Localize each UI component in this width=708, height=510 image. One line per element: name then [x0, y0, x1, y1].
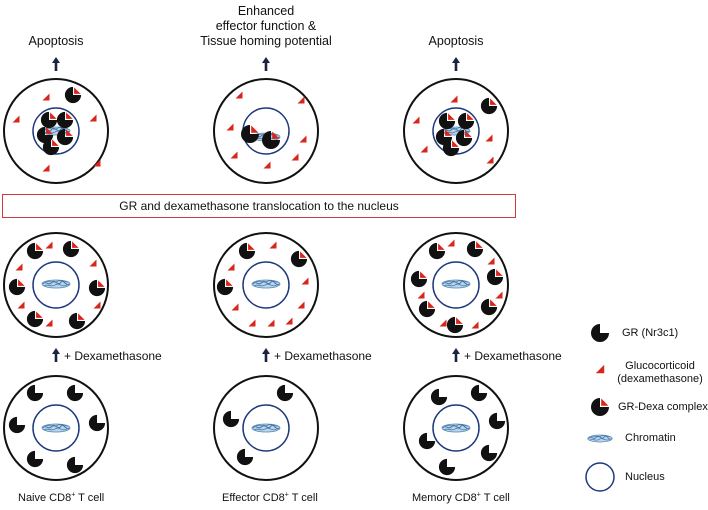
chromatin-icon: [41, 279, 71, 289]
up-arrow-icon: [262, 348, 270, 362]
cell-label-suffix: T cell: [288, 492, 318, 504]
nucleus-icon: [585, 462, 615, 492]
legend-glucocorticoid-label: Glucocorticoid (dexamethasone): [617, 360, 703, 385]
memory-cell-label: Memory CD8+ T cell: [412, 491, 510, 505]
chromatin-icon: [441, 423, 471, 433]
up-arrow-icon: [452, 348, 460, 362]
nucleus: [242, 261, 290, 309]
up-arrow-icon: [262, 57, 270, 71]
cell-label-text: Naive CD8: [18, 492, 72, 504]
nucleus: [432, 404, 480, 452]
cell-label-sup: +: [476, 491, 481, 499]
effector-outcome-label: Enhanced effector function & Tissue homi…: [200, 4, 332, 48]
cell-label-text: Memory CD8: [412, 492, 477, 504]
legend-chromatin-label: Chromatin: [625, 432, 676, 444]
up-arrow-icon: [452, 57, 460, 71]
naive-cell-middle: [3, 232, 109, 338]
cell-label-sup: +: [284, 491, 289, 499]
dexamethasone-label: + Dexamethasone: [274, 349, 372, 363]
up-arrow-icon: [52, 57, 60, 71]
legend-gr-label: GR (Nr3c1): [622, 327, 679, 339]
glucocorticoid-icon: [595, 364, 605, 374]
dexamethasone-label: + Dexamethasone: [64, 349, 162, 363]
naive-cell-top: [3, 78, 109, 184]
translocation-banner: GR and dexamethasone translocation to th…: [2, 194, 516, 218]
chromatin-icon: [251, 423, 281, 433]
gr-receptor-icon: [591, 324, 609, 342]
dexamethasone-label: + Dexamethasone: [464, 349, 562, 363]
legend: [585, 324, 615, 492]
cell-label-suffix: T cell: [480, 492, 510, 504]
banner-text: GR and dexamethasone translocation to th…: [119, 199, 399, 213]
cell-label-sup: +: [71, 491, 76, 499]
up-arrow-icon: [52, 348, 60, 362]
memory-cell-bottom: [403, 375, 509, 481]
memory-cell-middle: [403, 232, 509, 338]
chromatin-icon: [251, 279, 281, 289]
effector-cell-label: Effector CD8+ T cell: [222, 491, 318, 505]
chromatin-icon: [441, 279, 471, 289]
effector-cell-middle: [213, 232, 319, 338]
cell-label-suffix: T cell: [75, 492, 105, 504]
chromatin-icon: [41, 423, 71, 433]
memory-cell-top: [403, 78, 509, 184]
naive-cell-label: Naive CD8+ T cell: [18, 491, 104, 505]
legend-complex-label: GR-Dexa complex: [618, 401, 708, 413]
nucleus: [242, 404, 290, 452]
naive-outcome-label: Apoptosis: [28, 34, 84, 48]
nucleus: [32, 107, 80, 155]
cell-label-text: Effector CD8: [222, 492, 285, 504]
nucleus: [32, 261, 80, 309]
gr-dexa-complex-icon: [591, 398, 609, 416]
legend-nucleus-label: Nucleus: [625, 471, 665, 483]
chromatin-icon: [587, 434, 613, 443]
nucleus: [432, 261, 480, 309]
memory-outcome-label: Apoptosis: [428, 34, 484, 48]
effector-cell-top: [213, 78, 319, 184]
naive-cell-bottom: [3, 375, 109, 481]
nucleus: [32, 404, 80, 452]
effector-cell-bottom: [213, 375, 319, 481]
